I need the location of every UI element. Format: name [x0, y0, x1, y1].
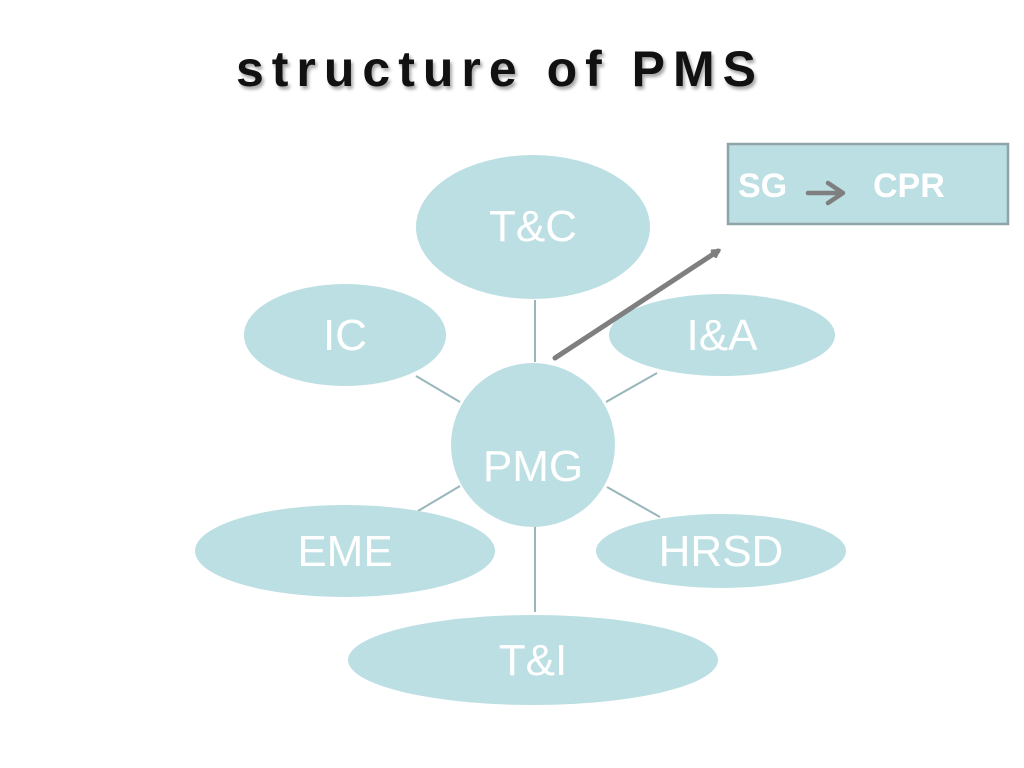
sg-label: SG: [738, 167, 787, 205]
node-ia-label: I&A: [687, 311, 759, 360]
node-pmg-shape: [451, 363, 615, 527]
pmg-to-box-arrow: [552, 248, 718, 361]
node-hrsd-label: HRSD: [659, 527, 784, 576]
node-tc-label: T&C: [489, 202, 577, 251]
sg-cpr-box-frame: [726, 142, 1010, 226]
node-ic-label: IC: [323, 311, 367, 360]
sg-cpr-box: SG CPR: [726, 142, 1010, 226]
node-eme: EME: [195, 505, 495, 597]
node-eme-label: EME: [297, 527, 392, 576]
node-tc-shape: [416, 155, 650, 299]
node-ic: IC: [244, 284, 446, 386]
sg-cpr-arrowhead-icon: [825, 180, 846, 206]
node-ia-shape: [609, 294, 835, 376]
cpr-label: CPR: [873, 167, 945, 205]
node-hrsd: HRSD: [596, 514, 846, 588]
node-tc: T&C: [416, 155, 650, 299]
node-ia: I&A: [609, 294, 835, 376]
connector-ic: [415, 375, 461, 403]
node-ic-shape: [244, 284, 446, 386]
node-eme-shape: [195, 505, 495, 597]
connector-eme: [417, 485, 461, 512]
node-hrsd-shape: [596, 514, 846, 588]
connector-hrsd: [606, 486, 661, 518]
node-ti: T&I: [348, 615, 718, 705]
node-ti-label: T&I: [499, 636, 567, 685]
connector-ia: [605, 372, 658, 403]
connectors: [415, 300, 661, 612]
slide-title: structure of PMS: [235, 41, 765, 97]
node-pmg: PMG: [451, 363, 615, 527]
node-pmg-label: PMG: [483, 442, 583, 491]
node-ti-shape: [348, 615, 718, 705]
